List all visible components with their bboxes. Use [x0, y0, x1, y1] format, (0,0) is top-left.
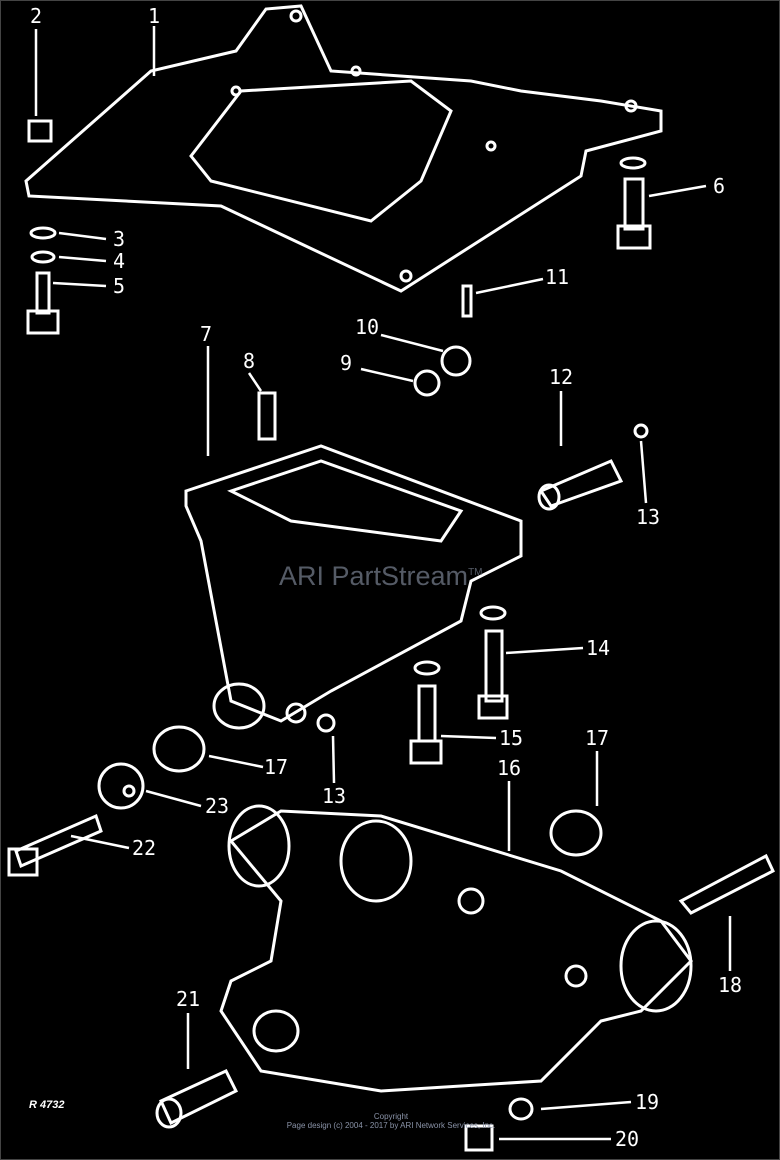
callout-17-right[interactable]: 17: [584, 726, 610, 750]
callout-17[interactable]: 17: [263, 755, 289, 779]
copyright-text: Page design (c) 2004 - 2017 by ARI Netwo…: [286, 1121, 496, 1130]
callout-7[interactable]: 7: [199, 322, 213, 346]
small-parts: [7, 119, 775, 1152]
callout-21[interactable]: 21: [175, 987, 201, 1011]
mounting-plate: [24, 4, 663, 293]
callout-1[interactable]: 1: [147, 4, 161, 28]
leader-lines: [34, 26, 732, 1141]
watermark-tm: TM: [468, 567, 483, 578]
callout-9[interactable]: 9: [339, 351, 353, 375]
copyright-title: Copyright: [373, 1112, 409, 1121]
callout-5[interactable]: 5: [112, 274, 126, 298]
callout-23[interactable]: 23: [204, 794, 230, 818]
callout-13-lower[interactable]: 13: [321, 784, 347, 808]
callout-11[interactable]: 11: [544, 265, 570, 289]
callout-18[interactable]: 18: [717, 973, 743, 997]
lower-housing: [219, 804, 693, 1093]
callout-20[interactable]: 20: [614, 1127, 640, 1151]
callout-10[interactable]: 10: [354, 315, 380, 339]
callout-13[interactable]: 13: [635, 505, 661, 529]
watermark-text: ARI PartStream: [279, 561, 469, 591]
callout-4[interactable]: 4: [112, 249, 126, 273]
callout-12[interactable]: 12: [548, 365, 574, 389]
upper-housing: [184, 444, 523, 730]
callout-3[interactable]: 3: [112, 227, 126, 251]
callout-22[interactable]: 22: [131, 836, 157, 860]
callout-6[interactable]: 6: [712, 174, 726, 198]
callout-15[interactable]: 15: [498, 726, 524, 750]
callout-2[interactable]: 2: [29, 4, 43, 28]
callout-8[interactable]: 8: [242, 349, 256, 373]
callout-19[interactable]: 19: [634, 1090, 660, 1114]
watermark: ARI PartStreamTM: [279, 561, 483, 592]
callout-14[interactable]: 14: [585, 636, 611, 660]
callout-16[interactable]: 16: [496, 756, 522, 780]
drawing-reference: R 4732: [29, 1099, 65, 1111]
